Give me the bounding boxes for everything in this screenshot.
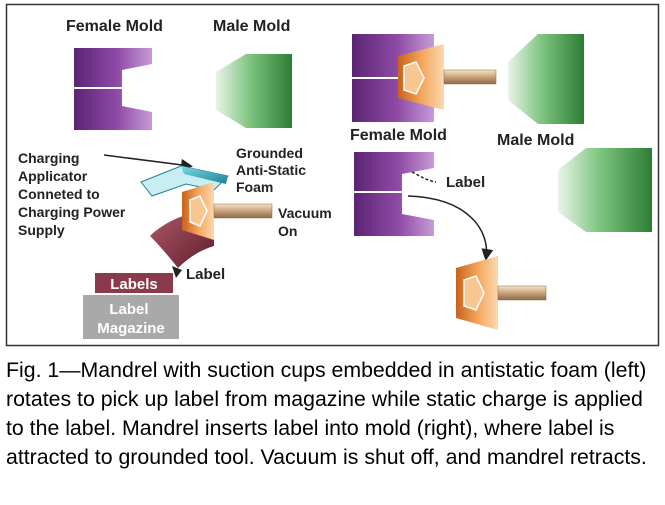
mold-labeling-diagram: Female Mold Male Mold Charging Applicato… bbox=[5, 3, 660, 347]
right-male-mold-label: Male Mold bbox=[497, 132, 574, 149]
label-magazine bbox=[83, 295, 179, 339]
charging-applicator-line-1: Charging bbox=[18, 150, 79, 166]
vacuum-on-label: Vacuum On bbox=[278, 205, 336, 239]
left-female-mold-label: Female Mold bbox=[66, 18, 163, 35]
labels-stack bbox=[95, 273, 173, 293]
charging-applicator-line-2: Applicator bbox=[18, 168, 88, 184]
left-male-mold-label: Male Mold bbox=[213, 18, 290, 35]
retract-arrow bbox=[407, 195, 494, 261]
grounded-foam-line-1: Grounded bbox=[236, 145, 303, 161]
right-label-pointer-text: Label bbox=[446, 174, 485, 191]
figure-caption: Fig. 1—Mandrel with suction cups embedde… bbox=[6, 358, 647, 469]
charging-applicator-pointer bbox=[103, 154, 193, 171]
labels-stack-text: Labels bbox=[110, 276, 158, 293]
right-bottom-male-mold bbox=[558, 148, 652, 232]
grounded-foam-line-3: Foam bbox=[236, 179, 273, 195]
right-female-mold-label: Female Mold bbox=[350, 127, 447, 144]
left-label-pointer-text: Label bbox=[186, 266, 225, 283]
right-bottom-female-mold bbox=[354, 152, 434, 236]
charging-applicator-line-3: Conneted to bbox=[18, 186, 100, 202]
grounded-foam-label: Grounded Anti-Static Foam bbox=[236, 145, 310, 195]
left-male-mold bbox=[216, 54, 292, 128]
label-magazine-text: Label Magazine bbox=[97, 301, 165, 337]
retracted-mandrel bbox=[456, 256, 547, 330]
vacuum-line-1: Vacuum bbox=[278, 205, 332, 221]
charging-applicator-line-4: Charging Power bbox=[18, 204, 126, 220]
vacuum-line-2: On bbox=[278, 223, 297, 239]
right-top-male-mold bbox=[508, 34, 584, 124]
left-label-pointer-arrow bbox=[172, 266, 182, 278]
charging-applicator-label: Charging Applicator Conneted to Charging… bbox=[18, 150, 129, 238]
left-mandrel bbox=[182, 182, 273, 240]
label-magazine-line-2: Magazine bbox=[97, 320, 165, 337]
right-top-female-mold bbox=[352, 34, 434, 122]
grounded-foam-line-2: Anti-Static bbox=[236, 162, 306, 178]
charging-applicator-line-5: Supply bbox=[18, 222, 65, 238]
left-female-mold bbox=[74, 48, 152, 130]
right-top-mandrel bbox=[398, 44, 497, 110]
label-magazine-line-1: Label bbox=[109, 301, 148, 318]
right-label-pointer-line bbox=[411, 171, 437, 183]
